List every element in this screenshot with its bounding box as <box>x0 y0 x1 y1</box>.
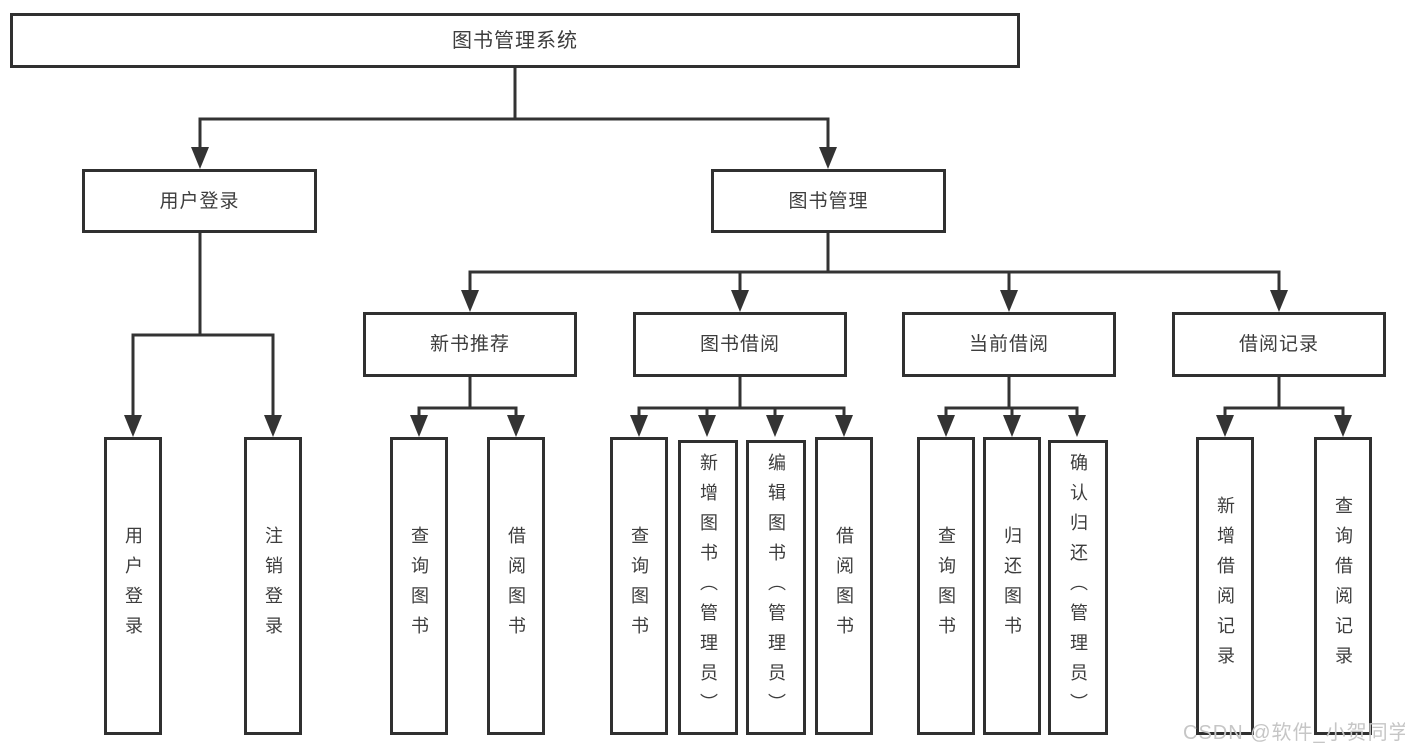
node-label: 注销登录 <box>263 526 283 646</box>
node-label: 借阅图书 <box>506 526 526 646</box>
connector-current-borrow <box>937 377 1086 437</box>
node-label: 借阅图书 <box>834 526 854 646</box>
connector-book-borrow <box>630 377 853 437</box>
connector-book-management <box>461 233 1288 312</box>
node-user-login: 用户登录 <box>104 437 162 735</box>
node-label: 查询图书 <box>409 526 429 646</box>
node-label: 查询图书 <box>629 526 649 646</box>
node-new-book-recommendation: 新书推荐 <box>363 312 577 377</box>
node-user-login-branch: 用户登录 <box>82 169 317 233</box>
node-label: 图书管理系统 <box>452 29 578 52</box>
node-query-borrow-record: 查询借阅记录 <box>1314 437 1372 735</box>
node-label: 图书借阅 <box>699 334 780 355</box>
node-label: 查询图书 <box>936 526 956 646</box>
node-edit-books-admin: 编辑图书（管理员） <box>746 440 806 735</box>
node-add-books-admin: 新增图书（管理员） <box>678 440 738 735</box>
connector-root <box>191 68 837 169</box>
node-book-management: 图书管理 <box>711 169 946 233</box>
node-return-books: 归还图书 <box>983 437 1041 735</box>
node-label: 用户登录 <box>159 190 240 212</box>
node-label: 编辑图书（管理员） <box>766 452 786 723</box>
node-label: 用户登录 <box>123 526 143 646</box>
connector-borrow-records <box>1216 377 1352 437</box>
node-label: 归还图书 <box>1002 526 1022 646</box>
node-borrow-books-2: 借阅图书 <box>815 437 873 735</box>
node-label: 图书管理 <box>788 190 869 212</box>
connector-new-book-rec <box>410 377 525 437</box>
watermark-csdn: CSDN @软件_小贺同学 <box>1183 722 1405 744</box>
node-book-borrowing: 图书借阅 <box>633 312 847 377</box>
node-label: 查询借阅记录 <box>1333 496 1353 676</box>
node-borrowing-records: 借阅记录 <box>1172 312 1386 377</box>
node-label: 确认归还（管理员） <box>1068 452 1088 723</box>
node-label: 新书推荐 <box>429 334 510 355</box>
node-label: 新增借阅记录 <box>1215 496 1235 676</box>
node-confirm-return-admin: 确认归还（管理员） <box>1048 440 1108 735</box>
node-borrow-books-1: 借阅图书 <box>487 437 545 735</box>
node-current-borrowing: 当前借阅 <box>902 312 1116 377</box>
node-query-books-2: 查询图书 <box>610 437 668 735</box>
node-add-borrow-record: 新增借阅记录 <box>1196 437 1254 735</box>
node-query-books-1: 查询图书 <box>390 437 448 735</box>
node-label: 借阅记录 <box>1238 334 1319 355</box>
connector-user-login <box>124 233 282 437</box>
node-library-management-system: 图书管理系统 <box>10 13 1020 68</box>
node-query-books-3: 查询图书 <box>917 437 975 735</box>
node-label: 新增图书（管理员） <box>698 452 718 723</box>
node-label: 当前借阅 <box>968 334 1049 355</box>
node-logout: 注销登录 <box>244 437 302 735</box>
